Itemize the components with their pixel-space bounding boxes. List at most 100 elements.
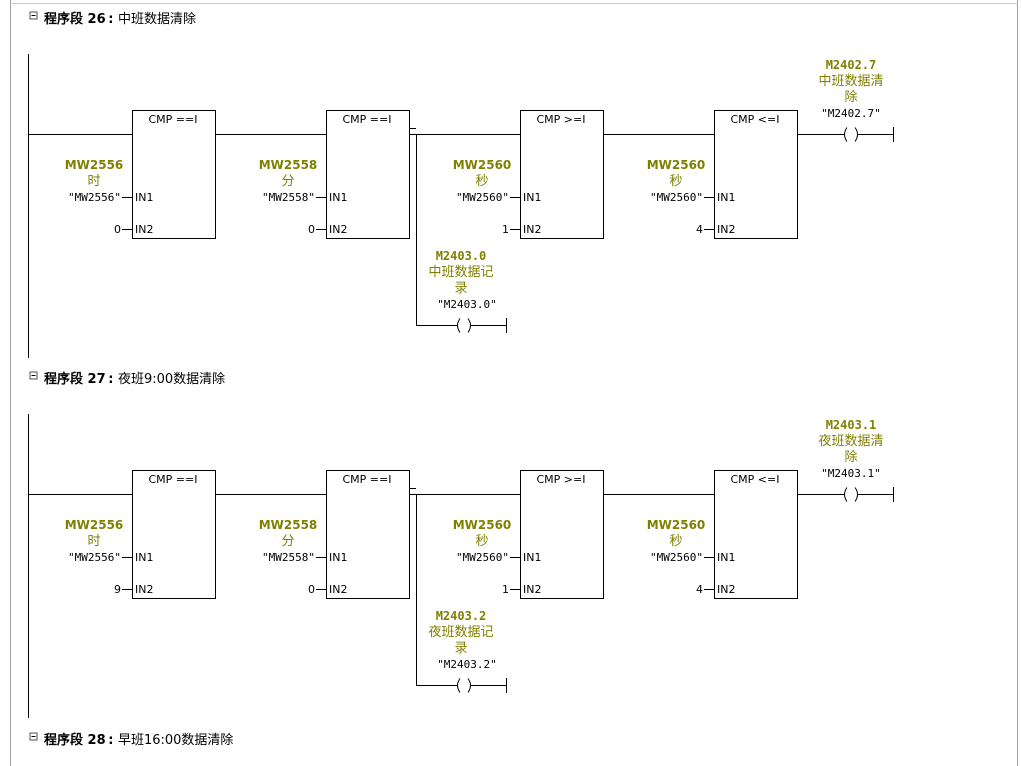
- operand-address: MW2558: [259, 518, 318, 532]
- operand-quoted: "MW2556": [68, 551, 121, 564]
- output-coil-main-comment-line: 除: [844, 90, 857, 105]
- in2-value: 9: [114, 583, 121, 596]
- output-coil-branch-comment-line: 录: [454, 281, 467, 296]
- output-coil-main-quoted: "M2403.1": [821, 467, 881, 480]
- comparator-box[interactable]: [714, 470, 798, 599]
- output-coil-branch-comment-line: 录: [454, 641, 467, 656]
- in2-value: 0: [308, 583, 315, 596]
- output-coil-branch-comment-line: 中班数据记: [428, 265, 493, 280]
- network-number: 28 :: [88, 733, 118, 748]
- network-label: 程序段: [44, 371, 88, 387]
- output-coil-branch-coil-left-paren: [457, 678, 461, 693]
- network-title[interactable]: 程序段 27 : 夜班9:00数据清除: [44, 371, 225, 387]
- output-coil-main-address: M2402.7: [826, 58, 877, 72]
- operand-address: MW2560: [453, 518, 512, 532]
- in1-label: IN1: [329, 551, 347, 564]
- in2-value: 4: [696, 583, 703, 596]
- output-coil-branch-coil-right-paren: [467, 318, 471, 333]
- output-coil-main-coil-left-paren: [844, 487, 848, 502]
- in1-label: IN1: [135, 551, 153, 564]
- network-comment: 夜班9:00数据清除: [118, 372, 225, 387]
- operand-address: MW2560: [647, 158, 706, 172]
- in2-label: IN2: [329, 223, 347, 236]
- comparator-title: CMP ==I: [343, 113, 392, 126]
- comparator-box[interactable]: [326, 470, 410, 599]
- in1-label: IN1: [717, 551, 735, 564]
- comparator-box[interactable]: [326, 110, 410, 239]
- in2-label: IN2: [523, 583, 541, 596]
- operand-address: MW2556: [65, 518, 124, 532]
- network-comment: 早班16:00数据清除: [118, 733, 233, 748]
- comparator-title: CMP >=I: [537, 113, 586, 126]
- comparator-title: CMP ==I: [149, 473, 198, 486]
- editor-top-border: [10, 3, 1018, 4]
- operand-symbol: 秒: [669, 534, 682, 549]
- operand-address: MW2560: [647, 518, 706, 532]
- comparator-box[interactable]: [132, 110, 216, 239]
- in1-label: IN1: [717, 191, 735, 204]
- in1-label: IN1: [135, 191, 153, 204]
- operand-symbol: 分: [281, 174, 294, 189]
- operand-address: MW2556: [65, 158, 124, 172]
- network-title[interactable]: 程序段 26 : 中班数据清除: [44, 11, 196, 27]
- network-title[interactable]: 程序段 28 : 早班16:00数据清除: [44, 732, 233, 748]
- editor-right-border: [1017, 0, 1018, 766]
- operand-quoted: "MW2560": [650, 551, 703, 564]
- in1-label: IN1: [523, 191, 541, 204]
- comparator-title: CMP >=I: [537, 473, 586, 486]
- operand-symbol: 时: [87, 174, 100, 189]
- in2-label: IN2: [135, 223, 153, 236]
- in2-value: 1: [502, 583, 509, 596]
- network-comment: 中班数据清除: [118, 12, 196, 27]
- comparator-title: CMP ==I: [343, 473, 392, 486]
- editor-left-border: [10, 0, 11, 766]
- network-number: 26 :: [88, 12, 118, 27]
- operand-quoted: "MW2560": [456, 551, 509, 564]
- network-label: 程序段: [44, 732, 88, 748]
- in2-label: IN2: [523, 223, 541, 236]
- output-coil-branch-quoted: "M2403.0": [437, 298, 497, 311]
- output-coil-branch-address: M2403.2: [436, 609, 487, 623]
- output-coil-main-coil-right-paren: [854, 487, 858, 502]
- output-coil-main-comment-line: 夜班数据清: [818, 434, 883, 449]
- in2-value: 0: [308, 223, 315, 236]
- in2-label: IN2: [135, 583, 153, 596]
- in2-label: IN2: [717, 583, 735, 596]
- comparator-box[interactable]: [132, 470, 216, 599]
- output-coil-main-address: M2403.1: [826, 418, 877, 432]
- comparator-title: CMP ==I: [149, 113, 198, 126]
- operand-quoted: "MW2560": [650, 191, 703, 204]
- network-label: 程序段: [44, 11, 88, 27]
- output-coil-main-comment-line: 中班数据清: [818, 74, 883, 89]
- operand-quoted: "MW2558": [262, 551, 315, 564]
- comparator-box[interactable]: [520, 110, 604, 239]
- in2-value: 4: [696, 223, 703, 236]
- output-coil-branch-coil-left-paren: [457, 318, 461, 333]
- operand-symbol: 秒: [669, 174, 682, 189]
- operand-symbol: 时: [87, 534, 100, 549]
- operand-symbol: 秒: [475, 174, 488, 189]
- output-coil-branch-coil-right-paren: [467, 678, 471, 693]
- comparator-title: CMP <=I: [731, 113, 780, 126]
- operand-symbol: 分: [281, 534, 294, 549]
- output-coil-main-comment-line: 除: [844, 450, 857, 465]
- in1-label: IN1: [523, 551, 541, 564]
- comparator-title: CMP <=I: [731, 473, 780, 486]
- in2-label: IN2: [717, 223, 735, 236]
- output-coil-main-quoted: "M2402.7": [821, 107, 881, 120]
- in1-label: IN1: [329, 191, 347, 204]
- operand-symbol: 秒: [475, 534, 488, 549]
- operand-quoted: "MW2556": [68, 191, 121, 204]
- output-coil-branch-quoted: "M2403.2": [437, 658, 497, 671]
- operand-address: MW2558: [259, 158, 318, 172]
- operand-quoted: "MW2558": [262, 191, 315, 204]
- in2-label: IN2: [329, 583, 347, 596]
- in2-value: 0: [114, 223, 121, 236]
- output-coil-main-coil-left-paren: [844, 127, 848, 142]
- operand-address: MW2560: [453, 158, 512, 172]
- network-number: 27 :: [88, 372, 118, 387]
- output-coil-branch-comment-line: 夜班数据记: [428, 625, 493, 640]
- comparator-box[interactable]: [520, 470, 604, 599]
- comparator-box[interactable]: [714, 110, 798, 239]
